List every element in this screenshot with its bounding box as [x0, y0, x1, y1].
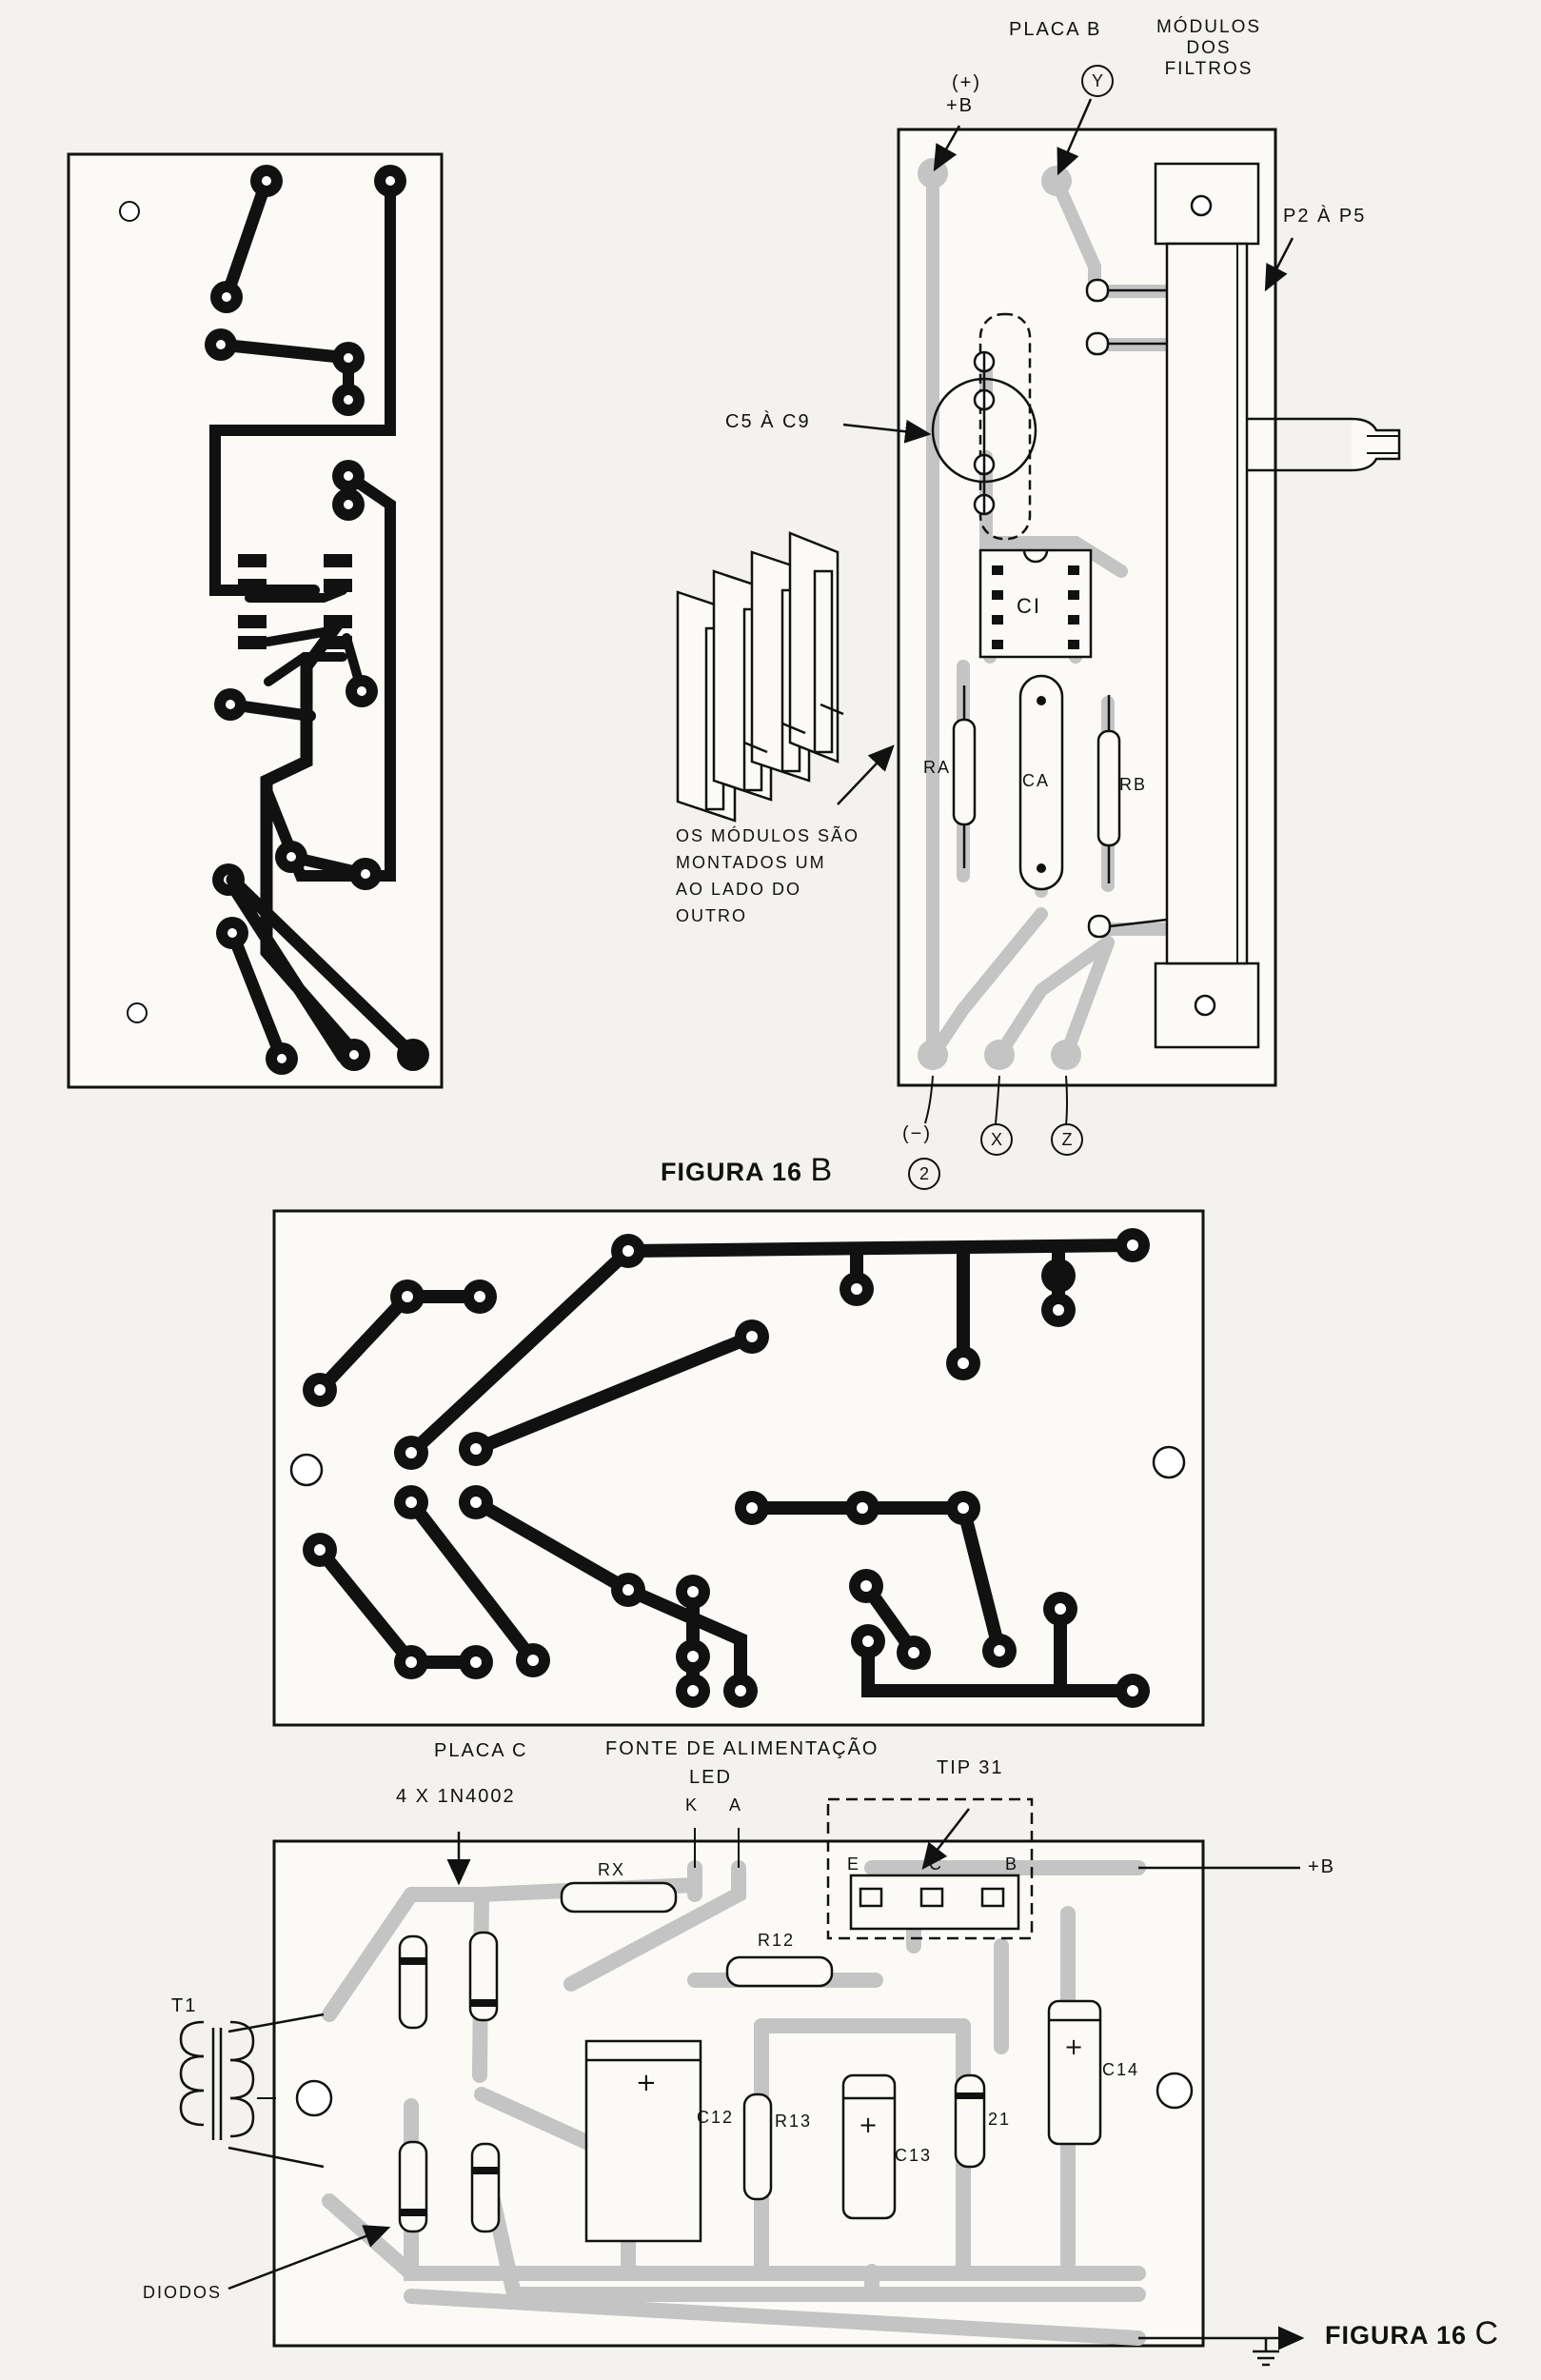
figure-16c-caption-letter: C	[1474, 2315, 1500, 2351]
pot-arrow	[1264, 237, 1294, 292]
pot-label: P2 À P5	[1283, 206, 1367, 227]
filter-modules-stack	[676, 531, 844, 823]
plus-b-arrow	[933, 125, 961, 172]
terminal-x: X	[980, 1123, 1013, 1156]
terminal-z-circle: Z	[1051, 1123, 1083, 1156]
terminal-y: Y	[1081, 65, 1114, 97]
diodos-label: DIODOS	[143, 2283, 223, 2302]
terminal-z: Z	[1051, 1123, 1083, 1156]
modules-note-line-4: OUTRO	[676, 906, 747, 925]
plus-b-output-label: +B	[1308, 1856, 1336, 1877]
z1-label: 21	[988, 2110, 1012, 2129]
cap-label: C5 À C9	[725, 411, 811, 432]
r13-label: R13	[775, 2112, 813, 2131]
c14-label: C14	[1102, 2060, 1140, 2079]
tip-arrow	[921, 1808, 970, 1870]
modules-note-line-1: OS MÓDULOS SÃO	[676, 826, 860, 845]
figure-16b-caption-letter: B	[810, 1152, 834, 1188]
ra-label: RA	[923, 758, 952, 777]
modules-label: MÓDULOS DOS FILTROS	[1156, 17, 1262, 79]
terminal-y-arrow	[1057, 98, 1093, 176]
led-a-label: A	[729, 1795, 743, 1815]
svg-text:+: +	[636, 2069, 657, 2097]
board-c-component-side: + + +	[179, 1797, 1279, 2367]
rb-label: RB	[1119, 775, 1148, 794]
plus-b-label: +B	[946, 95, 975, 116]
tip-label: TIP 31	[937, 1757, 1004, 1778]
cap-arrow	[842, 419, 932, 444]
board-b-label: PLACA B	[1009, 19, 1102, 40]
board-c-copper-side	[272, 1209, 1205, 1727]
terminal-x-circle: X	[980, 1123, 1013, 1156]
led-k-label: K	[685, 1795, 700, 1815]
svg-text:+: +	[1064, 2033, 1083, 2060]
diodes-top-label: 4 X 1N4002	[396, 1786, 516, 1807]
board-c-title: FONTE DE ALIMENTAÇÃO	[605, 1738, 879, 1759]
diodos-arrow	[227, 2225, 391, 2291]
board-b-component-side	[897, 128, 1401, 1087]
ic-label: CI	[1017, 594, 1041, 618]
modules-note-line-2: MONTADOS UM	[676, 853, 826, 872]
terminal-2-circle: 2	[908, 1158, 940, 1190]
terminal-x-leader	[995, 1075, 1000, 1124]
c13-label: C13	[895, 2146, 933, 2165]
t1-label: T1	[171, 1995, 198, 2016]
figure-16c-caption: FIGURA 16 C	[1325, 2315, 1499, 2352]
r12-label: R12	[758, 1931, 796, 1950]
c12-label: C12	[697, 2108, 735, 2127]
terminal-minus: (−)	[902, 1123, 932, 1144]
board-b-copper-side	[67, 152, 444, 1089]
terminal-z-leader	[1065, 1075, 1068, 1126]
led-label: LED	[689, 1767, 732, 1788]
ca-label: CA	[1022, 771, 1051, 790]
figure-16c-caption-text: FIGURA 16	[1325, 2321, 1468, 2350]
pin-c-label: C	[929, 1854, 943, 1874]
modules-note-arrow	[837, 744, 895, 805]
figure-16b-caption-text: FIGURA 16	[661, 1158, 803, 1186]
terminal-y-circle: Y	[1081, 65, 1114, 97]
pin-b-label: B	[1005, 1854, 1019, 1874]
terminal-2-leader	[924, 1075, 934, 1124]
terminal-2: 2	[908, 1158, 940, 1190]
board-c-label: PLACA C	[434, 1740, 528, 1761]
rx-label: RX	[598, 1860, 626, 1879]
modules-note-line-3: AO LADO DO	[676, 880, 802, 899]
pin-e-label: E	[847, 1854, 861, 1874]
figure-16b-caption: FIGURA 16 B	[661, 1152, 833, 1189]
svg-text:+: +	[859, 2112, 878, 2138]
plus-b-sign: (+)	[952, 72, 981, 93]
